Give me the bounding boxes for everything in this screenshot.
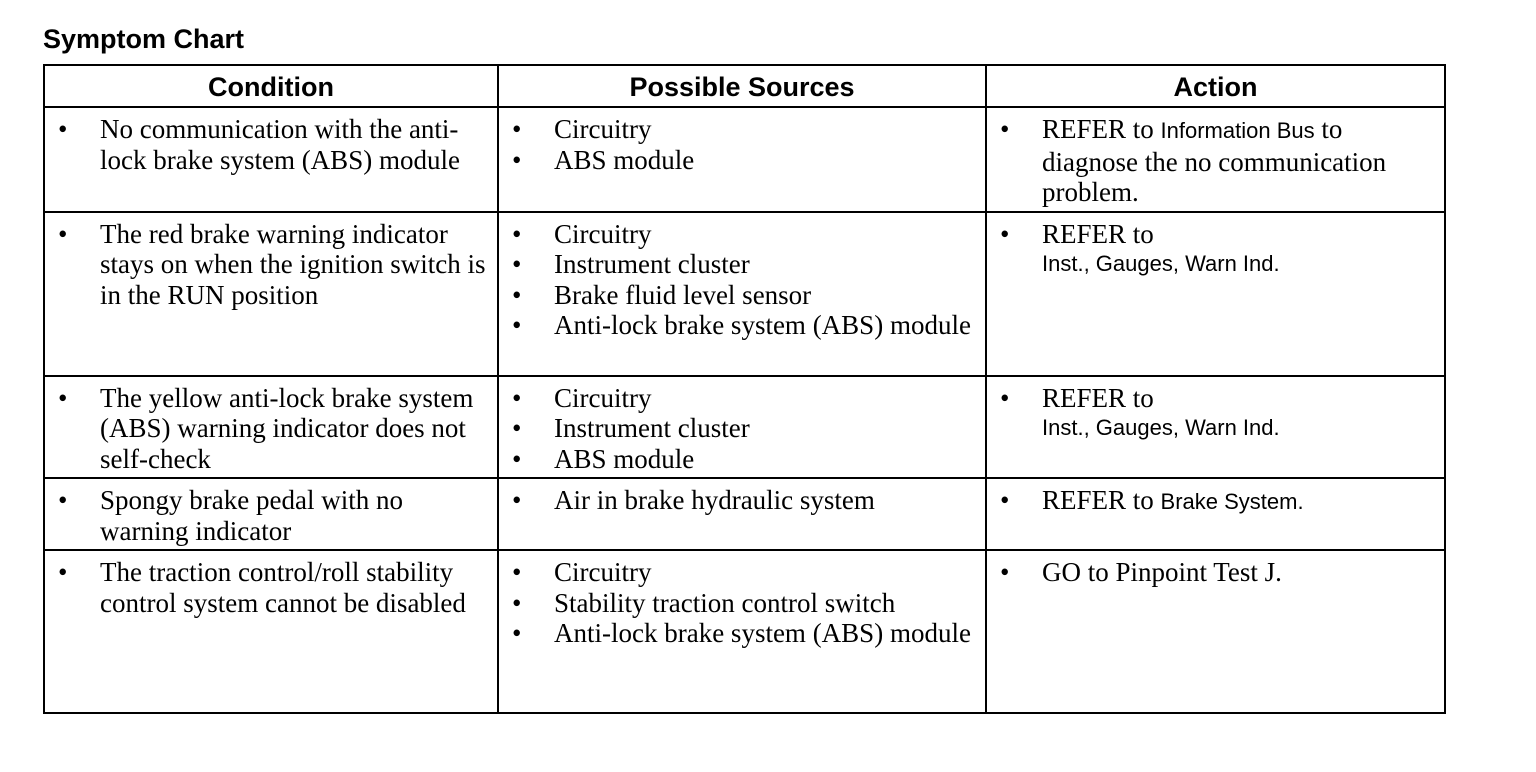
source-item: Stability traction control switch — [507, 588, 977, 619]
action-text: REFER to Information Bus to diagnose the… — [995, 114, 1436, 208]
source-item: Circuitry — [507, 557, 977, 588]
table-row: No communication with the anti-lock brak… — [43, 106, 1446, 213]
sources-cell: Air in brake hydraulic system — [497, 477, 987, 551]
source-item: Air in brake hydraulic system — [507, 485, 977, 516]
action-cell: REFER to Information Bus to diagnose the… — [985, 106, 1446, 213]
table-row: Spongy brake pedal with no warning indic… — [43, 477, 1446, 551]
condition-cell: The yellow anti-lock brake system (ABS) … — [43, 374, 499, 479]
column-header-condition: Condition — [43, 64, 499, 108]
table-row: The red brake warning indicator stays on… — [43, 210, 1446, 377]
table-row: The traction control/roll stability cont… — [43, 549, 1446, 714]
source-item: Anti-lock brake system (ABS) module — [507, 618, 977, 649]
sources-cell: Circuitry Instrument cluster Brake fluid… — [497, 210, 987, 377]
action-text: GO to Pinpoint Test J. — [995, 557, 1436, 588]
condition-cell: Spongy brake pedal with no warning indic… — [43, 477, 499, 551]
action-prefix: REFER to — [1042, 485, 1161, 515]
table-row: The yellow anti-lock brake system (ABS) … — [43, 374, 1446, 479]
action-reference: Inst., Gauges, Warn Ind. — [1042, 415, 1280, 440]
source-item: ABS module — [507, 145, 977, 176]
source-item: Circuitry — [507, 114, 977, 145]
condition-text: The red brake warning indicator stays on… — [53, 219, 489, 311]
condition-text: The traction control/roll stability cont… — [53, 557, 489, 618]
action-cell: REFER to Brake System. — [985, 477, 1446, 551]
table-header-row: Condition Possible Sources Action — [43, 64, 1446, 108]
action-prefix: REFER to — [1042, 114, 1161, 144]
action-reference: Information Bus — [1160, 118, 1315, 143]
source-item: Instrument cluster — [507, 413, 977, 444]
condition-text: Spongy brake pedal with no warning indic… — [53, 485, 489, 546]
source-item: Circuitry — [507, 219, 977, 250]
sources-cell: Circuitry ABS module — [497, 106, 987, 213]
action-reference: Inst., Gauges, Warn Ind. — [1042, 251, 1280, 276]
source-item: Anti-lock brake system (ABS) module — [507, 310, 977, 341]
action-prefix: REFER to — [1042, 218, 1154, 249]
column-header-sources: Possible Sources — [497, 64, 987, 108]
source-item: Instrument cluster — [507, 249, 977, 280]
action-prefix: REFER to — [1042, 382, 1154, 413]
page-title: Symptom Chart — [43, 24, 245, 54]
condition-text: The yellow anti-lock brake system (ABS) … — [53, 383, 489, 475]
condition-cell: The traction control/roll stability cont… — [43, 549, 499, 714]
source-item: ABS module — [507, 444, 977, 475]
sources-cell: Circuitry Instrument cluster ABS module — [497, 374, 987, 479]
column-header-action: Action — [985, 64, 1446, 108]
action-text: REFER to Brake System. — [995, 485, 1436, 518]
source-item: Circuitry — [507, 383, 977, 414]
condition-text: No communication with the anti-lock brak… — [53, 114, 489, 175]
condition-cell: No communication with the anti-lock brak… — [43, 106, 499, 213]
action-reference: Brake System. — [1160, 489, 1304, 514]
sources-cell: Circuitry Stability traction control swi… — [497, 549, 987, 714]
action-prefix: GO to Pinpoint Test J. — [1042, 557, 1282, 587]
action-suffix: to diagnose the no communication problem… — [1042, 114, 1387, 207]
action-cell: GO to Pinpoint Test J. — [985, 549, 1446, 714]
symptom-table: Condition Possible Sources Action No com… — [43, 64, 1446, 714]
condition-cell: The red brake warning indicator stays on… — [43, 210, 499, 377]
source-item: Brake fluid level sensor — [507, 280, 977, 311]
